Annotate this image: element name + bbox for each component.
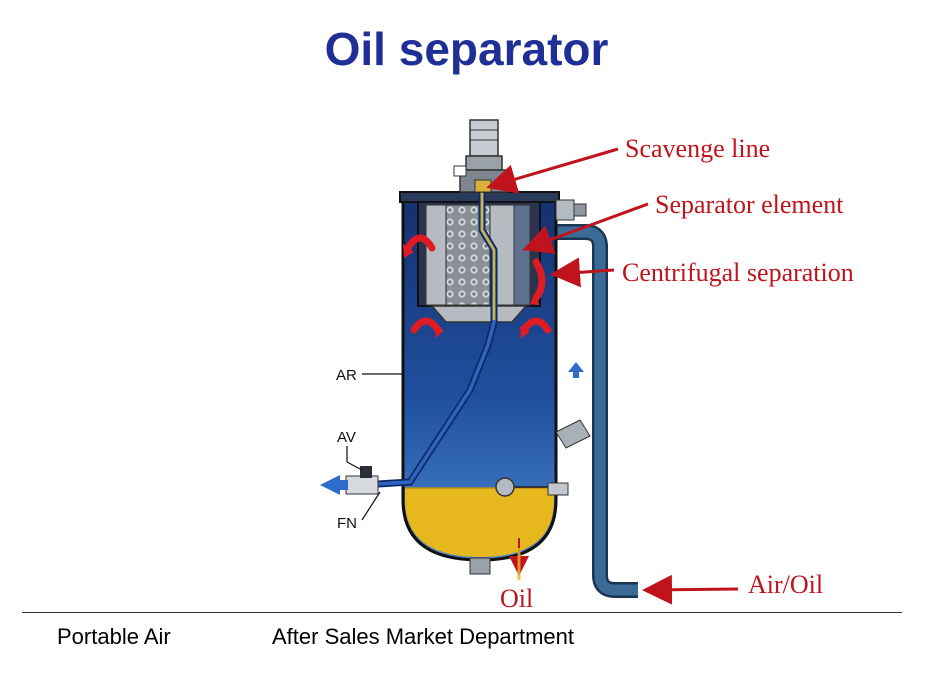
oil-level-sight — [495, 477, 548, 497]
av-marker: AV — [337, 429, 356, 446]
air-oil-pipe — [540, 224, 638, 598]
centrifugal-leader — [550, 257, 615, 288]
element-leader — [522, 202, 649, 254]
top-valve — [453, 119, 509, 193]
air-oil-label: Air/Oil — [748, 570, 823, 599]
drain-plug — [469, 557, 491, 575]
up-flow-arrow — [568, 362, 584, 378]
separator-element-label: Separator element — [655, 190, 844, 219]
av-leader — [346, 461, 363, 471]
scavenge-line-label: Scavenge line — [625, 134, 770, 163]
slide-title: Oil separator — [324, 23, 609, 75]
scavenge-leader — [486, 147, 619, 194]
side-fittings — [547, 199, 591, 496]
oil-sump — [405, 488, 554, 557]
oil-label: Oil — [500, 584, 533, 613]
scavenge-line-tube — [377, 185, 498, 488]
air-oil-leader — [642, 574, 739, 605]
footer-left-text: Portable Air — [57, 624, 171, 649]
outlet-valve — [320, 466, 379, 495]
centrifugal-separation-label: Centrifugal separation — [622, 258, 854, 287]
flow-arrowheads — [403, 244, 540, 338]
footer-divider — [22, 612, 902, 613]
fn-marker: FN — [337, 515, 357, 532]
fn-leader — [361, 491, 381, 521]
footer-center-text: After Sales Market Department — [272, 624, 575, 649]
ar-marker: AR — [336, 367, 357, 384]
